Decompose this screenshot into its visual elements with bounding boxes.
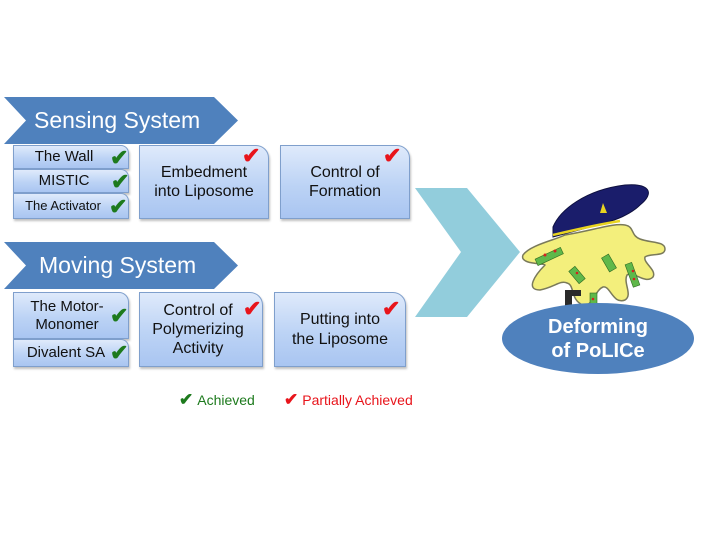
- step-label-line: Formation: [308, 183, 382, 200]
- partial-check-icon: ✔: [284, 390, 299, 409]
- step-putting-into-the-liposome: Putting into the Liposome: [274, 292, 406, 367]
- result-line: of PoLICe: [551, 339, 645, 362]
- police-cap-brim-band: [552, 219, 621, 237]
- step-label-line: Embedment: [160, 163, 248, 181]
- step-control-of-polymerizing-activity: Control of Polymerizing Activity: [139, 292, 263, 367]
- stack-item-mistic: MISTIC: [13, 169, 129, 193]
- moving-system-title: Moving System: [39, 252, 197, 278]
- legend-achieved-label: Achieved: [197, 392, 255, 408]
- step-control-of-formation: Control of Formation: [280, 145, 410, 219]
- stack-item-label-line: The Motor-: [30, 297, 104, 315]
- banner-chevron-shape: [4, 97, 238, 144]
- step-label-line: Control of: [310, 163, 380, 181]
- stack-item-the-activator: The Activator: [13, 193, 129, 219]
- step-label-line: Activity: [172, 340, 224, 358]
- result-deforming-of-police: Deforming of PoLICe: [502, 303, 694, 374]
- step-label-line: the Liposome: [291, 330, 389, 348]
- legend-partial-label: Partially Achieved: [302, 392, 413, 408]
- step-embedment-into-liposome: Embedment into Liposome: [139, 145, 269, 219]
- achieved-check-icon: ✔: [111, 169, 130, 194]
- stack-item-motor-monomer: The Motor- Monomer: [13, 292, 129, 339]
- sensing-system-banner: Sensing System: [4, 97, 240, 144]
- stack-item-label: The Wall: [34, 148, 94, 165]
- green-protein-particles: [534, 246, 641, 310]
- achieved-check-icon: ✔: [110, 145, 129, 170]
- stack-item-the-wall: The Wall: [13, 145, 129, 169]
- moving-system-banner: Moving System: [4, 242, 240, 289]
- partial-check-icon: ✔: [383, 143, 402, 168]
- big-chevron-arrow: [415, 188, 520, 317]
- achieved-check-icon: ✔: [110, 303, 129, 328]
- achieved-check-icon: ✔: [179, 390, 194, 409]
- partial-check-icon: ✔: [243, 296, 262, 321]
- amoeba-body: [522, 223, 666, 306]
- stack-item-label: Divalent SA: [26, 344, 106, 361]
- achieved-check-icon: ✔: [110, 340, 129, 365]
- step-label-line: into Liposome: [154, 183, 254, 200]
- stack-item-label-line: Monomer: [35, 315, 99, 333]
- step-label-line: Putting into: [299, 311, 381, 329]
- legend-achieved: ✔Achieved: [179, 390, 255, 410]
- sensing-system-title: Sensing System: [34, 107, 201, 133]
- partial-check-icon: ✔: [242, 143, 261, 168]
- partial-check-icon: ✔: [382, 296, 401, 321]
- stack-item-divalent-sa: Divalent SA: [13, 339, 129, 367]
- stack-item-label: MISTIC: [38, 172, 90, 189]
- step-label-line: Control of: [163, 301, 233, 319]
- achieved-check-icon: ✔: [109, 194, 128, 219]
- stack-item-label: The Activator: [25, 198, 101, 214]
- legend-partial: ✔Partially Achieved: [284, 390, 413, 410]
- result-line: Deforming: [548, 315, 648, 338]
- step-label-line: Polymerizing: [152, 320, 244, 338]
- police-cap-badge: [600, 203, 607, 213]
- police-cap-amoeba-illustration: [522, 184, 666, 310]
- banner-chevron-shape: [4, 242, 238, 289]
